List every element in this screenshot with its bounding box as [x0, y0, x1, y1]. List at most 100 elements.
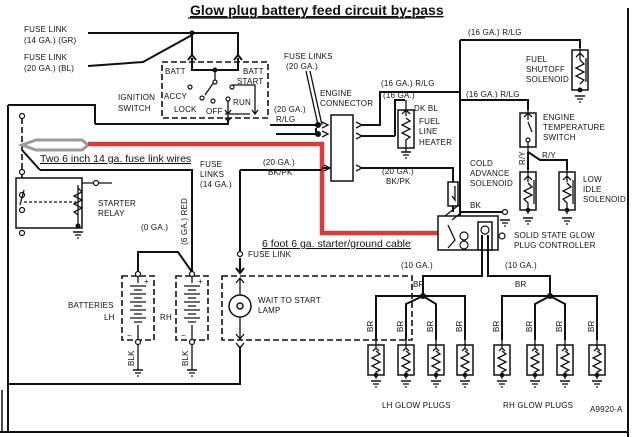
svg-text:(14 GA.) (GR): (14 GA.) (GR) [24, 36, 77, 45]
svg-text:START: START [237, 77, 263, 86]
svg-text:BK/PK: BK/PK [386, 177, 411, 186]
svg-text:BR: BR [366, 320, 375, 332]
svg-text:RH: RH [160, 313, 172, 322]
batteries: (0 GA.) + + − − BLK BLK BATTERIES LH RH [68, 223, 209, 377]
svg-text:ACCY: ACCY [164, 92, 187, 101]
svg-text:LH: LH [104, 313, 115, 322]
starter-ground-cable [88, 141, 460, 236]
svg-text:LOW: LOW [583, 175, 602, 184]
svg-text:IDLE: IDLE [583, 185, 602, 194]
svg-text:FUSE LINK: FUSE LINK [24, 25, 68, 34]
rh-glow-plugs: BR BR BR BR RH GLOW PLUGS [492, 293, 605, 410]
svg-text:(20 GA.): (20 GA.) [274, 105, 306, 114]
svg-text:SOLID STATE GLOW: SOLID STATE GLOW [514, 231, 595, 240]
svg-text:DK BL: DK BL [414, 104, 438, 113]
svg-text:FUSE: FUSE [200, 160, 222, 169]
svg-text:BK/PK: BK/PK [268, 168, 293, 177]
diagram-title: Glow plug battery feed circuit by-pass [190, 2, 444, 18]
fuse-links-14ga: FUSE LINKS (14 GA.) [200, 160, 232, 189]
svg-text:SWITCH: SWITCH [118, 104, 151, 113]
svg-text:−: − [181, 331, 186, 340]
svg-text:+: + [198, 277, 203, 286]
svg-text:BATT: BATT [243, 67, 264, 76]
svg-text:ENGINE: ENGINE [320, 89, 352, 98]
svg-text:(16 GA.): (16 GA.) [383, 91, 415, 100]
svg-text:(20 GA.): (20 GA.) [263, 158, 295, 167]
svg-text:BR: BR [413, 280, 425, 289]
fuel-line-heater: DK BL FUEL LINE HEATER [394, 99, 452, 159]
svg-text:RUN: RUN [233, 98, 251, 107]
svg-text:R/LG: R/LG [276, 115, 295, 124]
fuse-links-20ga: FUSE LINKS (20 GA.) [284, 52, 333, 126]
svg-text:FUSE LINKS: FUSE LINKS [284, 52, 333, 61]
svg-text:(10 GA.): (10 GA.) [401, 261, 433, 270]
starter-relay: STARTER RELAY [15, 149, 193, 250]
svg-text:(16 GA.) R/LG: (16 GA.) R/LG [381, 79, 435, 88]
fuse-link-label: FUSE LINK [248, 250, 292, 259]
svg-text:PLUG CONTROLLER: PLUG CONTROLLER [514, 241, 596, 250]
svg-text:SOLENOID: SOLENOID [583, 195, 626, 204]
ignition-switch-label: IGNITION [118, 93, 155, 102]
svg-text:SOLENOID: SOLENOID [470, 179, 513, 188]
svg-text:STARTER: STARTER [98, 199, 136, 208]
svg-text:BR: BR [426, 320, 435, 332]
svg-text:BK: BK [470, 201, 482, 210]
svg-text:LH GLOW PLUGS: LH GLOW PLUGS [382, 401, 451, 410]
fuse-link-annotation: Two 6 inch 14 ga. fuse link wires [40, 153, 191, 165]
svg-text:SWITCH: SWITCH [543, 133, 576, 142]
svg-text:LINE: LINE [419, 127, 438, 136]
svg-text:BLK: BLK [127, 350, 136, 366]
lh-glow-plugs: BR BR BR BR LH GLOW PLUGS [366, 293, 473, 410]
svg-text:BR: BR [455, 320, 464, 332]
svg-text:FUEL: FUEL [526, 55, 548, 64]
svg-text:(16 GA.) R/LG: (16 GA.) R/LG [468, 28, 522, 37]
svg-text:BLK: BLK [181, 350, 190, 366]
svg-text:(0 GA.): (0 GA.) [141, 223, 168, 232]
svg-text:BATT: BATT [165, 67, 186, 76]
svg-text:LINKS: LINKS [200, 170, 224, 179]
svg-text:(16 GA.) R/LG: (16 GA.) R/LG [466, 90, 520, 99]
svg-text:LOCK: LOCK [174, 105, 197, 114]
svg-text:CONNECTOR: CONNECTOR [320, 99, 373, 108]
svg-text:BR: BR [396, 320, 405, 332]
svg-text:ENGINE: ENGINE [543, 113, 575, 122]
svg-text:+: + [144, 277, 149, 286]
svg-text:WAIT TO START: WAIT TO START [258, 296, 321, 305]
svg-text:(20 GA.) (BL): (20 GA.) (BL) [24, 64, 74, 73]
fuse-link-20ga: FUSE LINK (20 GA.) (BL) [24, 53, 74, 73]
svg-text:FUSE LINK: FUSE LINK [24, 53, 68, 62]
red-6ga-label: (6 GA.) RED [180, 198, 189, 245]
svg-text:OFF: OFF [206, 107, 223, 116]
fuse-link-wires [17, 138, 91, 152]
svg-text:BR: BR [587, 320, 596, 332]
svg-text:BR: BR [515, 280, 527, 289]
svg-text:−: − [127, 331, 132, 340]
svg-text:LAMP: LAMP [258, 306, 281, 315]
svg-text:(20 GA.): (20 GA.) [286, 62, 318, 71]
svg-text:HEATER: HEATER [419, 138, 452, 147]
engine-temperature-switch: ENGINE TEMPERATURE SWITCH [519, 110, 605, 152]
svg-text:(20 GA.): (20 GA.) [382, 167, 414, 176]
svg-text:BR: BR [492, 320, 501, 332]
svg-text:(10 GA.): (10 GA.) [505, 261, 537, 270]
svg-text:BR: BR [555, 320, 564, 332]
ignition-switch: BATT BATT START ACCY LOCK OFF RUN [161, 54, 269, 122]
svg-text:RH GLOW PLUGS: RH GLOW PLUGS [503, 401, 573, 410]
svg-text:COLD: COLD [470, 159, 493, 168]
cold-advance-solenoid: COLD ADVANCE SOLENOID [470, 159, 537, 225]
figure-id: A9920-A [590, 405, 623, 414]
svg-text:SHUTOFF: SHUTOFF [526, 65, 565, 74]
svg-text:R/Y: R/Y [542, 151, 556, 160]
svg-text:BATTERIES: BATTERIES [68, 301, 114, 310]
svg-text:ADVANCE: ADVANCE [470, 169, 509, 178]
svg-text:(14 GA.): (14 GA.) [200, 180, 232, 189]
ground-cable-annotation: 6 foot 6 ga. starter/ground cable [262, 238, 411, 250]
svg-text:FUEL: FUEL [419, 117, 441, 126]
svg-text:SOLENOID: SOLENOID [526, 75, 569, 84]
svg-text:RELAY: RELAY [98, 209, 125, 218]
svg-text:BR: BR [525, 320, 534, 332]
fuel-shutoff-solenoid: FUEL SHUTOFF SOLENOID [526, 48, 589, 103]
wait-to-start-lamp: (20 GA.) BK/PK FUSE LINK WAIT TO START L… [221, 158, 413, 350]
glow-plug-controller: BK SOLID STATE GLOW PLUG CONTROLLER [437, 201, 596, 270]
